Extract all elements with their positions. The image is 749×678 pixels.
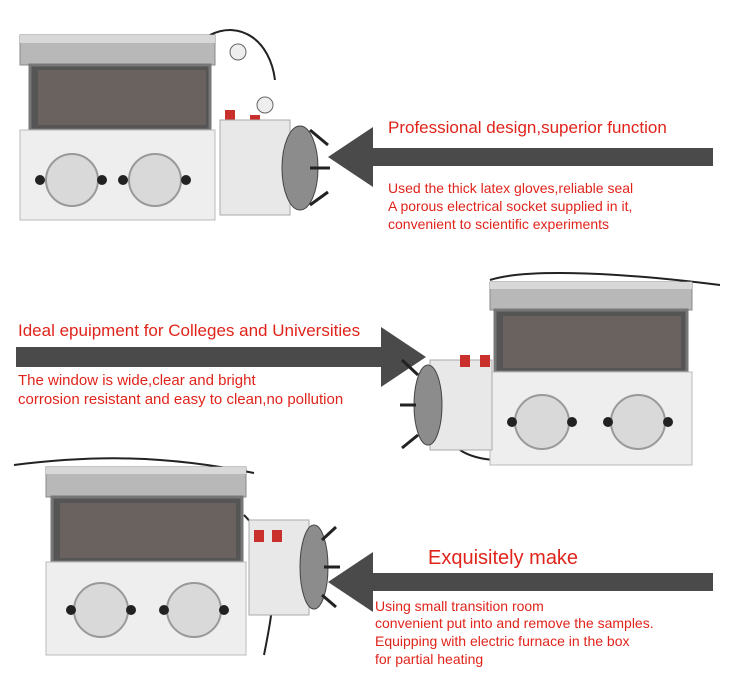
section3-line2: convenient put into and remove the sampl… [375,615,654,631]
section2-line2: corrosion resistant and easy to clean,no… [18,391,344,408]
section1-heading: Professional design,superior function [388,118,667,137]
glovebox-image [13,457,340,656]
section1-line3: convenient to scientific experiments [388,216,609,232]
section3-line3: Equipping with electric furnace in the b… [375,633,630,649]
section3-line1: Using small transition room [375,598,544,614]
section1-line1: Used the thick latex gloves,reliable sea… [388,180,634,196]
glovebox-image [19,29,330,221]
arrow-left-icon [328,552,713,612]
section3-line4: for partial heating [375,651,484,667]
arrow-right-icon [16,327,426,387]
section3-heading: Exquisitely make [428,547,579,569]
glovebox-image [400,272,721,466]
section1-line2: A porous electrical socket supplied in i… [388,198,633,214]
section2-heading: Ideal epuipment for Colleges and Univers… [18,321,361,340]
arrow-left-icon [328,127,713,187]
section2-line1: The window is wide,clear and bright [18,372,256,389]
